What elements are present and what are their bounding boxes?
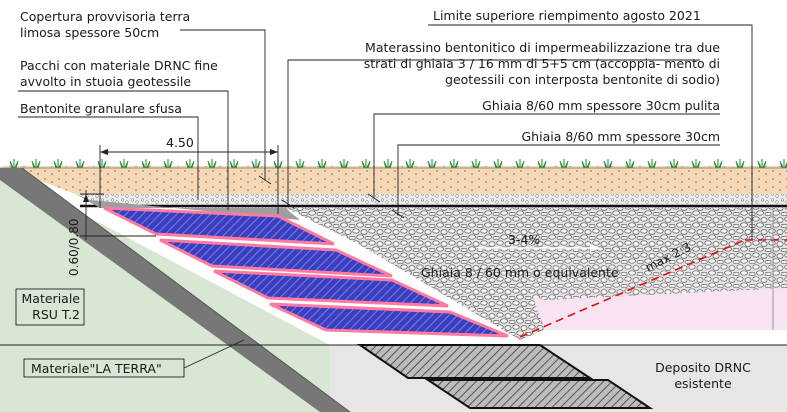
label-dim-width: 4.50 bbox=[166, 135, 194, 150]
topsoil-cover-layer bbox=[0, 166, 787, 194]
leader-materassino-tick bbox=[281, 199, 295, 209]
leader-bentonite bbox=[18, 116, 199, 200]
existing-drnc-package bbox=[424, 379, 654, 409]
label-rsu-2: RSU T.2 bbox=[32, 307, 80, 322]
label-dim-height: 0.60/0.80 bbox=[67, 219, 81, 276]
label-copertura-2: limosa spessore 50cm bbox=[20, 25, 159, 40]
label-pacchi-2: avvolto in stuoia geotessile bbox=[20, 74, 191, 89]
leader-ghiaia-30-tick bbox=[391, 209, 405, 219]
leader-pacchi bbox=[18, 90, 229, 210]
label-slope: 3-4% bbox=[508, 232, 540, 247]
leader-ghiaia-30 bbox=[397, 144, 720, 215]
rsu-label-box bbox=[15, 288, 85, 326]
gravel-equivalent-layer bbox=[360, 245, 787, 300]
label-la-terra: Materiale"LA TERRA" bbox=[31, 361, 162, 376]
label-deposito-2: esistente bbox=[674, 376, 732, 391]
gravel-layer-top bbox=[76, 194, 787, 208]
max-slope-line bbox=[519, 239, 746, 338]
wall-edge-line bbox=[21, 167, 351, 412]
leader-materassino bbox=[287, 59, 700, 205]
label-copertura-1: Copertura provvisoria terra bbox=[20, 9, 190, 24]
label-materassino-3: geotessili con interposta bentonite di s… bbox=[445, 72, 720, 87]
label-limite: Limite superiore riempimento agosto 2021 bbox=[433, 8, 701, 23]
leader-ghiaia-pulita bbox=[373, 113, 720, 198]
label-ghiaia-equiv: Ghiaia 8 / 60 mm o equivalente bbox=[421, 265, 619, 280]
label-pacchi-1: Pacchi con materiale DRNC fine bbox=[20, 58, 218, 73]
gravel-slope-layer bbox=[286, 208, 787, 340]
grass-strip bbox=[0, 158, 787, 168]
drnc-package bbox=[103, 206, 335, 246]
sloped-retaining-wall bbox=[0, 168, 350, 412]
leader-copertura-tick bbox=[258, 175, 272, 185]
label-rsu-1: Materiale bbox=[22, 291, 81, 306]
label-ghiaia-30: Ghiaia 8/60 mm spessore 30cm bbox=[521, 129, 720, 144]
drnc-package bbox=[269, 302, 509, 338]
leader-limite bbox=[428, 24, 753, 240]
slope-arrow-head bbox=[590, 244, 600, 252]
dim-width-arrow-right bbox=[270, 149, 278, 155]
label-materassino-2: strati di ghiaia 3 / 16 mm di 5+5 cm (ac… bbox=[364, 56, 720, 71]
label-deposito-1: Deposito DRNC bbox=[655, 360, 751, 375]
dim-width-arrow-left bbox=[100, 149, 108, 155]
leader-ghiaia-pulita-tick bbox=[367, 193, 381, 203]
drnc-package bbox=[159, 238, 393, 278]
dim-height-arrow bbox=[83, 194, 89, 202]
leader-la-terra bbox=[183, 339, 245, 369]
leader-copertura bbox=[180, 29, 266, 180]
existing-drnc-package bbox=[356, 344, 594, 379]
label-materassino-1: Materassino bentonitico di impermeabiliz… bbox=[365, 40, 720, 55]
la-terra-label-box bbox=[23, 358, 185, 378]
label-ghiaia-pulita: Ghiaia 8/60 mm spessore 30cm pulita bbox=[482, 98, 720, 113]
drnc-package bbox=[213, 269, 449, 308]
label-bentonite: Bentonite granulare sfusa bbox=[20, 101, 182, 116]
